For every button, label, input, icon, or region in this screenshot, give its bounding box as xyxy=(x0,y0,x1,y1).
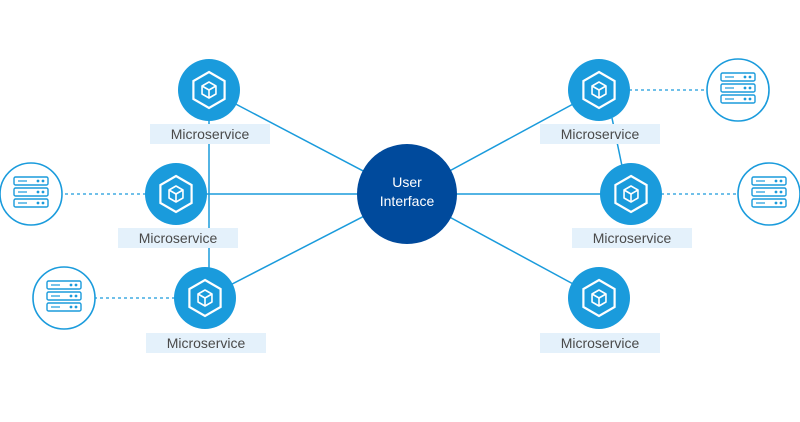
cube-icon xyxy=(614,174,648,214)
user-interface-circle xyxy=(357,144,457,244)
ms-left-middle: Microservice xyxy=(118,163,238,248)
ms-left-bottom-label: Microservice xyxy=(167,335,246,351)
ms-right-middle-label: Microservice xyxy=(593,230,672,246)
server-rack-icon xyxy=(0,162,63,226)
ms-right-bottom: Microservice xyxy=(540,267,660,353)
microservice-nodes: MicroserviceMicroserviceMicroserviceMicr… xyxy=(118,59,692,353)
ms-left-bottom-label-bg xyxy=(146,333,266,353)
ms-right-middle: Microservice xyxy=(572,163,692,248)
ms-right-bottom-label: Microservice xyxy=(561,335,640,351)
user-interface-node: User Interface xyxy=(357,144,457,244)
ms-left-middle-label: Microservice xyxy=(139,230,218,246)
server-rack-icon xyxy=(32,266,96,330)
ms-left-top-label: Microservice xyxy=(171,126,250,142)
ms-right-top-label-bg xyxy=(540,124,660,144)
cube-icon xyxy=(582,278,616,318)
ms-left-bottom: Microservice xyxy=(146,267,266,353)
server-rack-icon xyxy=(706,58,770,122)
ms-right-middle-label-bg xyxy=(572,228,692,248)
user-interface-label-line2: Interface xyxy=(380,193,435,209)
cube-icon xyxy=(582,70,616,110)
ms-left-middle-label-bg xyxy=(118,228,238,248)
ms-right-top-label: Microservice xyxy=(561,126,640,142)
ms-right-bottom-label-bg xyxy=(540,333,660,353)
databases xyxy=(0,58,800,330)
cube-icon xyxy=(159,174,193,214)
cube-icon xyxy=(192,70,226,110)
ms-left-top-label-bg xyxy=(150,124,270,144)
cube-icon xyxy=(188,278,222,318)
ms-left-top: Microservice xyxy=(150,59,270,144)
user-interface-label-line1: User xyxy=(392,174,422,190)
ms-right-top: Microservice xyxy=(540,59,660,144)
server-rack-icon xyxy=(737,162,800,226)
